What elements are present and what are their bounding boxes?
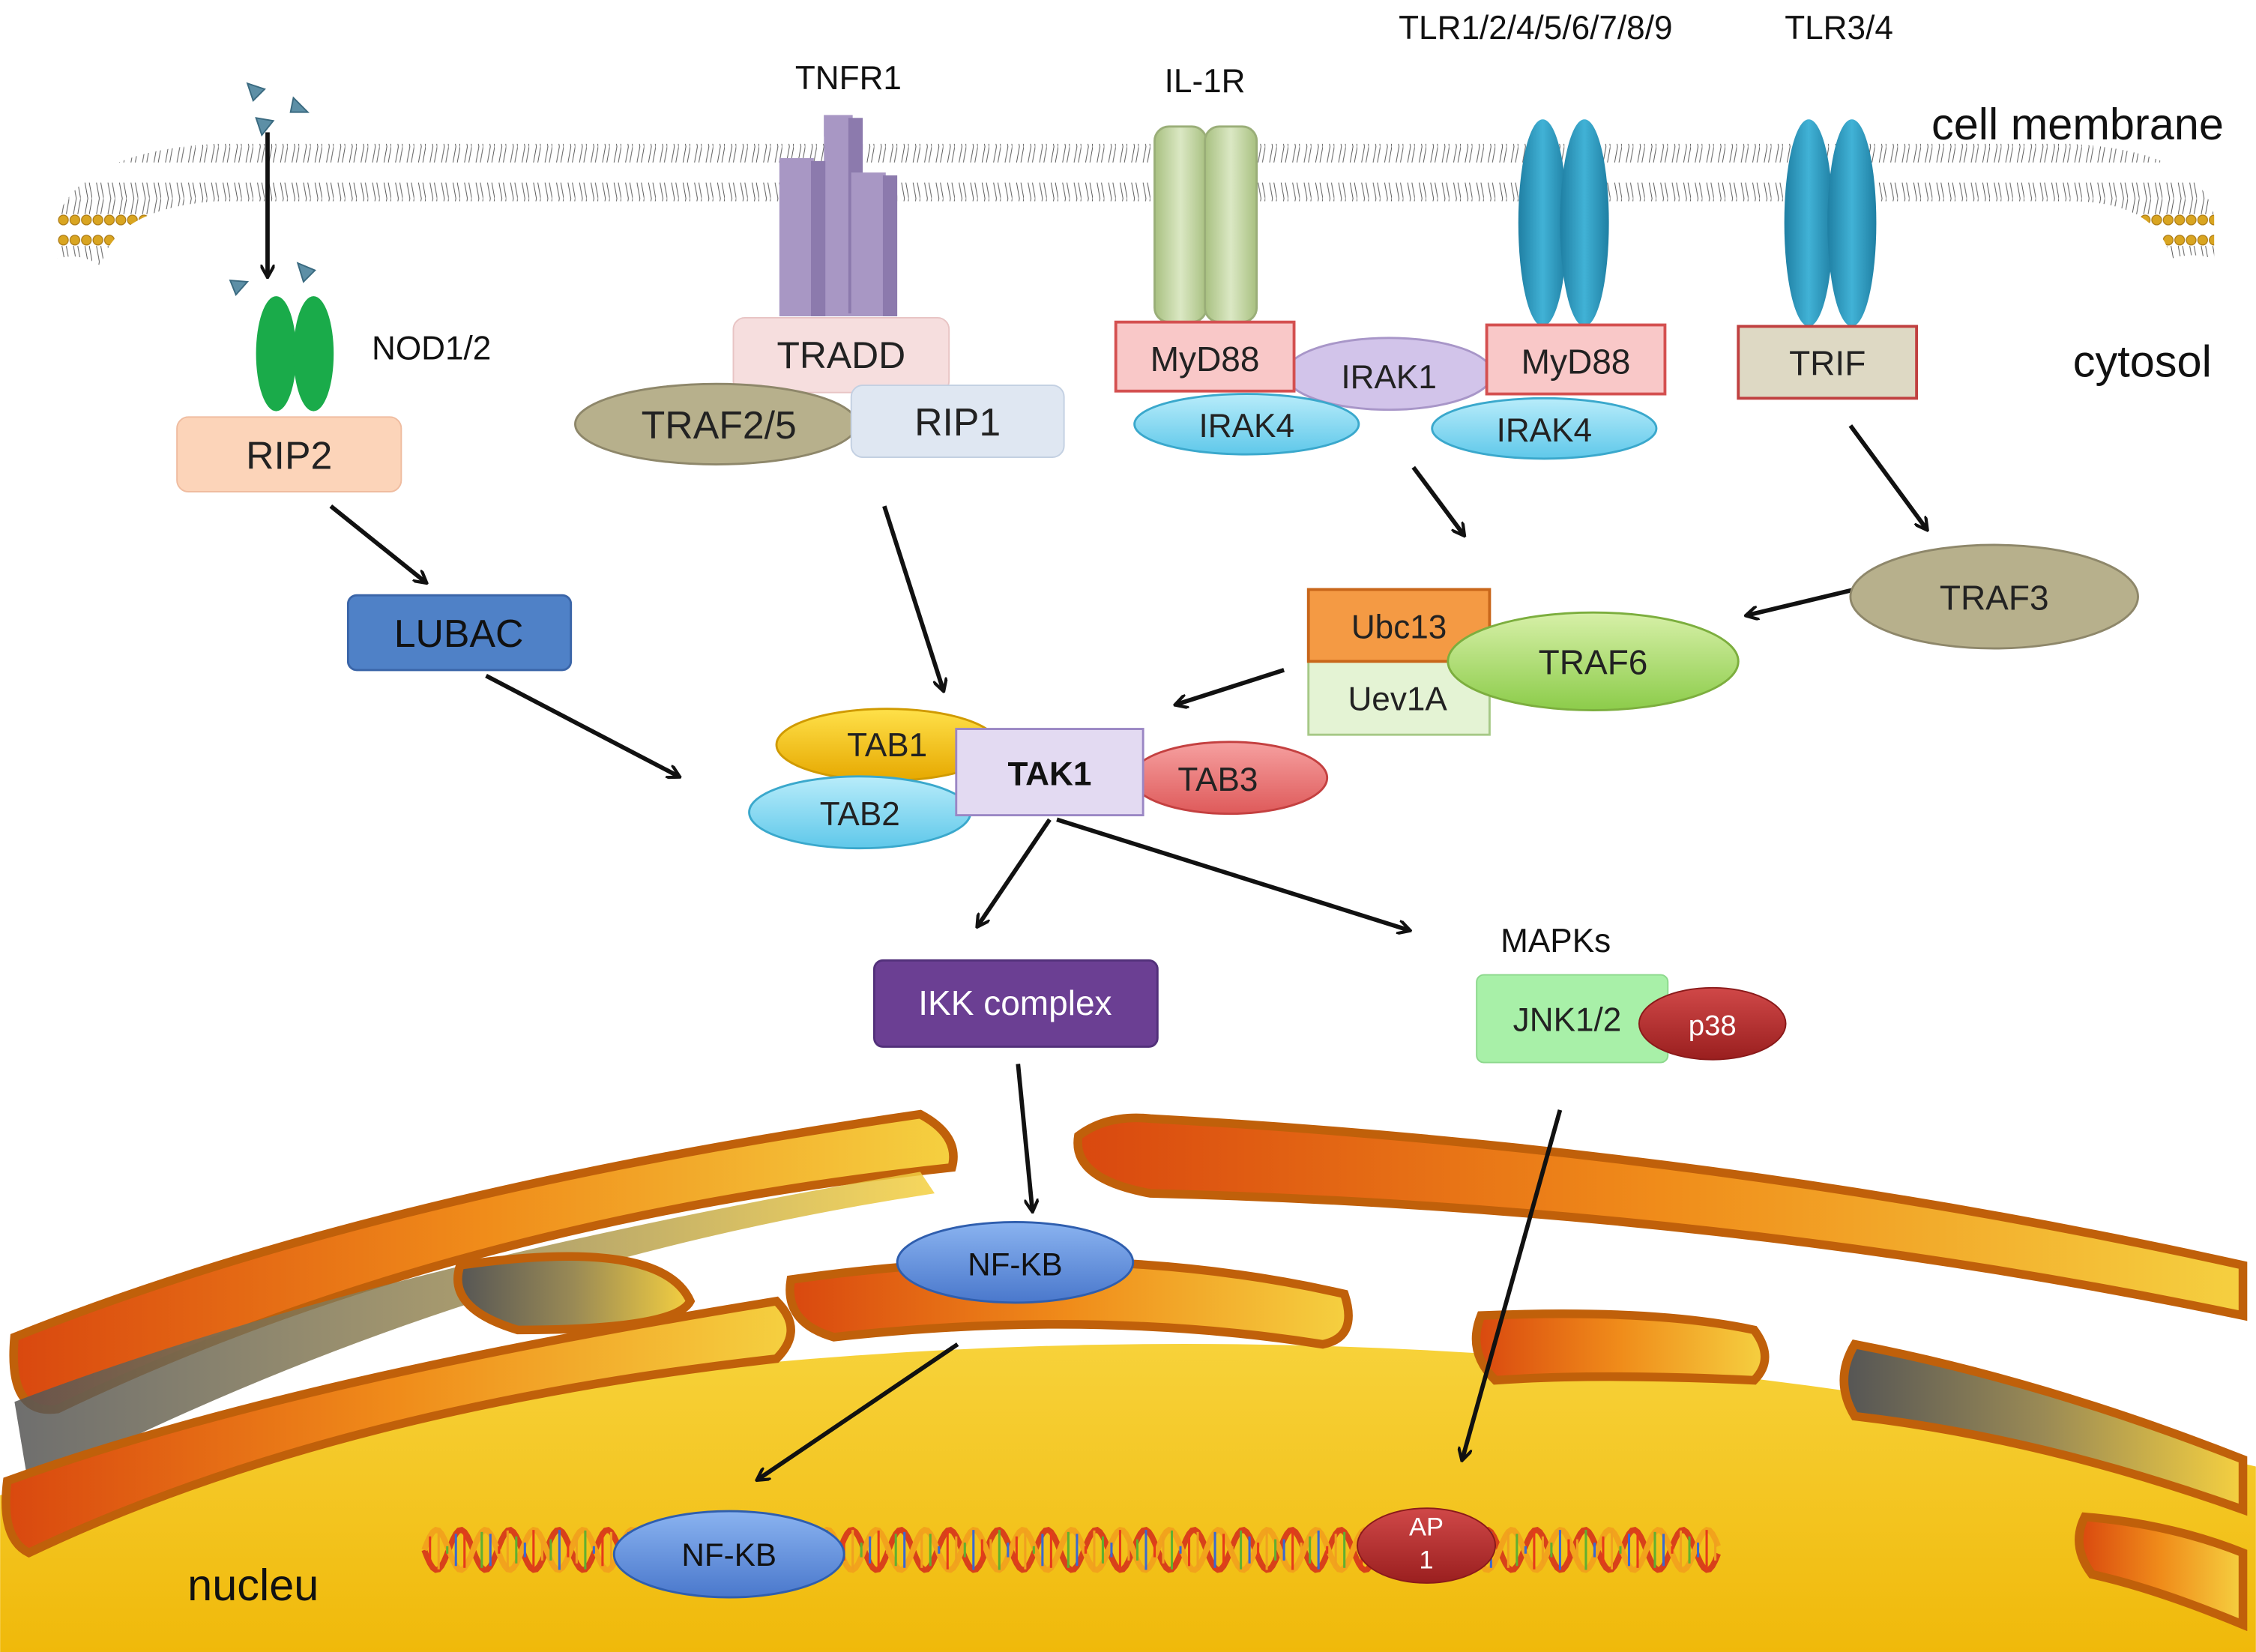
il1r-receptor bbox=[1153, 125, 1258, 324]
arrow-tak1-ikk bbox=[978, 818, 1052, 926]
tlr34-receptor bbox=[1784, 119, 1877, 327]
nuclear-envelope-right-lower bbox=[1471, 1309, 1770, 1385]
arrow-trif-traf3 bbox=[1848, 424, 1927, 529]
irak4-left-node bbox=[1133, 393, 1360, 456]
arrow-ubc-tak1 bbox=[1176, 668, 1285, 705]
arrow-tak1-mapk bbox=[1056, 817, 1409, 930]
ikk-complex-label: IKK complex bbox=[918, 983, 1112, 1022]
arrow-irak-ubc bbox=[1411, 465, 1464, 534]
rip2-label: RIP2 bbox=[246, 433, 332, 477]
ap1-node bbox=[1356, 1507, 1497, 1584]
nod12-receptor bbox=[256, 296, 334, 412]
arrow-rip2-lubac bbox=[329, 504, 426, 582]
myd88-right-label: MyD88 bbox=[1521, 343, 1631, 382]
il1r-label: IL-1R bbox=[1165, 63, 1246, 100]
nfkb-envelope-label: NF-KB bbox=[968, 1246, 1063, 1282]
traf3-node bbox=[1849, 543, 2139, 650]
jnk12-label: JNK1/2 bbox=[1513, 1001, 1622, 1038]
nuclear-envelope-far-right bbox=[1839, 1339, 2248, 1516]
nucleus-label: nucleu bbox=[187, 1560, 319, 1610]
uev1a-label: Uev1A bbox=[1348, 681, 1447, 718]
myd88-right-node bbox=[1485, 323, 1667, 396]
tak1-label: TAK1 bbox=[1007, 756, 1091, 792]
tab1-label: TAB1 bbox=[847, 727, 927, 764]
nuclear-envelope-left-lower bbox=[14, 1172, 935, 1489]
nucleus-body bbox=[0, 1344, 2256, 1652]
cell-membrane-label: cell membrane bbox=[1931, 99, 2224, 149]
tradd-label: TRADD bbox=[776, 334, 905, 376]
nuclear-envelope-left-inner bbox=[1, 1296, 795, 1558]
nfkb-dna-node bbox=[612, 1510, 845, 1599]
trif-label: TRIF bbox=[1789, 344, 1866, 383]
rip2-node bbox=[176, 416, 402, 492]
myd88-left-label: MyD88 bbox=[1150, 340, 1260, 379]
myd88-left-node bbox=[1114, 320, 1296, 393]
tab2-label: TAB2 bbox=[820, 796, 900, 833]
ligand-icons bbox=[229, 82, 316, 297]
p38-label: p38 bbox=[1689, 1010, 1737, 1042]
nucleus bbox=[0, 1109, 2256, 1652]
p38-node bbox=[1638, 986, 1787, 1061]
irak4-left-label: IRAK4 bbox=[1199, 408, 1294, 444]
tab3-label: TAB3 bbox=[1177, 762, 1258, 798]
nfkb-dna-label: NF-KB bbox=[681, 1537, 776, 1573]
nuclear-envelope-edge-right bbox=[2075, 1512, 2248, 1632]
cell-membrane bbox=[57, 143, 2215, 266]
lubac-label: LUBAC bbox=[394, 612, 524, 655]
arrow-traf3-traf6 bbox=[1747, 587, 1856, 615]
mapks-label: MAPKs bbox=[1501, 923, 1611, 959]
lubac-node bbox=[346, 594, 573, 672]
ikk-complex-node bbox=[873, 959, 1159, 1048]
arrow-lubac-tak1 bbox=[485, 673, 679, 777]
ap1-label-line2: 1 bbox=[1419, 1546, 1433, 1575]
traf3-label: TRAF3 bbox=[1940, 578, 2049, 617]
cytosol-label: cytosol bbox=[2073, 337, 2212, 387]
irak4-right-label: IRAK4 bbox=[1497, 412, 1592, 449]
traf25-label: TRAF2/5 bbox=[642, 403, 797, 447]
irak1-label: IRAK1 bbox=[1341, 359, 1436, 396]
irak4-right-node bbox=[1431, 397, 1658, 460]
arrow-ikk-nfkb bbox=[1016, 1064, 1032, 1211]
membrane-lipid-bilayer bbox=[57, 143, 2215, 266]
tlr34-label: TLR3/4 bbox=[1785, 10, 1893, 46]
nfkb-envelope-node bbox=[896, 1221, 1135, 1304]
nuclear-envelope-middle bbox=[453, 1252, 696, 1335]
nuclear-envelope-right bbox=[1073, 1113, 2248, 1321]
ap1-label-line1: AP bbox=[1409, 1513, 1444, 1542]
rip1-node bbox=[850, 385, 1065, 458]
trif-node bbox=[1737, 325, 1919, 400]
arrow-mapk-ap1 bbox=[1462, 1109, 1563, 1459]
traf6-label: TRAF6 bbox=[1539, 643, 1648, 682]
tlr-group-label: TLR1/2/4/5/6/7/8/9 bbox=[1399, 10, 1672, 46]
arrow-rip1-tak1 bbox=[882, 505, 944, 690]
tnfr1-receptor bbox=[779, 115, 898, 317]
arrow-nfkb-dna bbox=[758, 1342, 959, 1480]
nod12-label: NOD1/2 bbox=[372, 331, 491, 367]
ubc13-label: Ubc13 bbox=[1351, 609, 1447, 646]
rip1-label: RIP1 bbox=[914, 400, 1001, 444]
tnfr1-label: TNFR1 bbox=[795, 60, 902, 97]
tlr-receptor bbox=[1518, 119, 1609, 327]
pathway-arrows bbox=[268, 132, 1927, 1479]
traf6-node bbox=[1447, 611, 1740, 712]
tradd-node bbox=[732, 316, 950, 394]
tak1-node bbox=[955, 728, 1144, 817]
